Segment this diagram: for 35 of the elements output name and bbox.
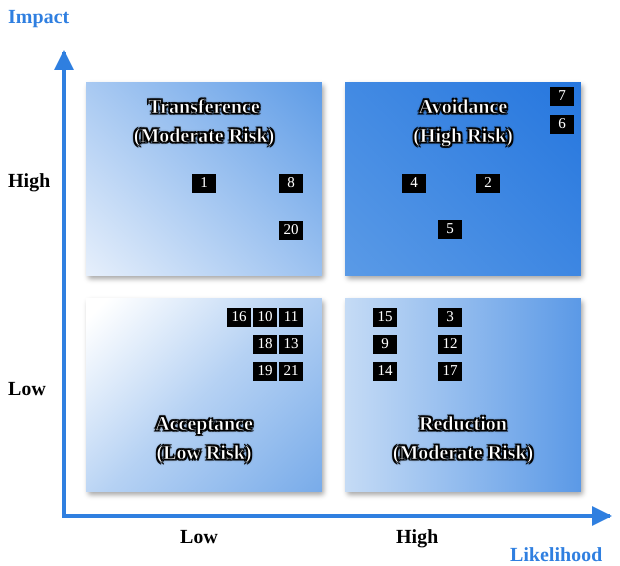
risk-number-marker: 2: [476, 174, 500, 192]
risk-number-marker: 15: [373, 308, 397, 326]
risk-number-marker: 20: [279, 220, 303, 240]
quadrant-title: Transference (Moderate Risk): [132, 95, 276, 149]
risk-number-marker: 7: [550, 86, 574, 106]
risk-number-marker: 9: [373, 334, 397, 354]
quadrant-title: Reduction (Moderate Risk): [392, 412, 534, 466]
axis-tick-label: High: [8, 170, 50, 193]
risk-number-marker: 12: [438, 334, 462, 354]
risk-number-marker: 10: [253, 308, 277, 326]
axis-tick-label: Low: [180, 526, 218, 549]
quadrant-title: Avoidance (High Risk): [412, 95, 514, 149]
risk-number-marker: 21: [279, 362, 303, 380]
quadrant-title: Acceptance (Low Risk): [154, 412, 254, 466]
risk-number-marker: 17: [438, 362, 462, 380]
quadrant-panel: [86, 82, 322, 276]
risk-number-marker: 4: [402, 174, 426, 192]
risk-number-marker: 11: [279, 308, 303, 326]
risk-number-marker: 5: [438, 220, 462, 238]
axis-title: Likelihood: [510, 544, 602, 566]
risk-number-marker: 8: [279, 174, 303, 192]
quadrant-panel: [345, 298, 581, 492]
quadrant-panel: [345, 82, 581, 276]
risk-number-marker: 6: [550, 114, 574, 134]
risk-number-marker: 3: [438, 308, 462, 326]
quadrant-panel: [86, 298, 322, 492]
risk-number-marker: 14: [373, 362, 397, 380]
axis-tick-label: Low: [8, 378, 46, 401]
risk-number-marker: 18: [253, 334, 277, 354]
risk-number-marker: 19: [253, 362, 277, 380]
axis-tick-label: High: [396, 526, 438, 549]
risk-number-marker: 16: [227, 308, 251, 326]
risk-number-marker: 1: [192, 174, 216, 192]
axis-title: Impact: [8, 6, 70, 29]
risk-number-marker: 13: [279, 334, 303, 354]
